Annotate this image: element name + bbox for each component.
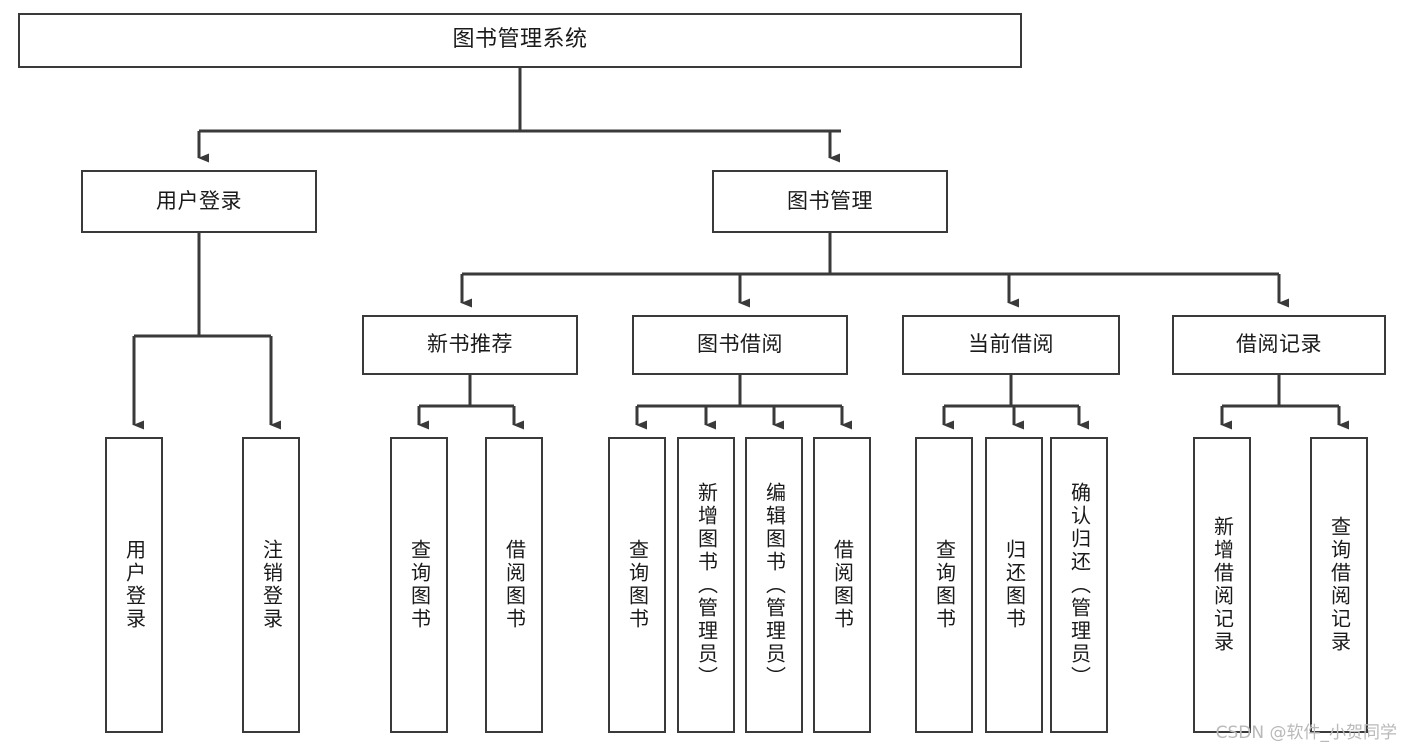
- watermark-text: CSDN @软件_小贺同学: [1215, 723, 1397, 743]
- leaf-query-book-3-label: 查询图书: [932, 539, 957, 631]
- leaf-edit-book[interactable]: 编辑图书（管理员）: [745, 437, 803, 733]
- node-borrow-record[interactable]: 借阅记录: [1172, 315, 1386, 375]
- leaf-query-book-1[interactable]: 查询图书: [390, 437, 448, 733]
- node-book-borrow-label: 图书借阅: [697, 332, 783, 357]
- leaf-user-logout-label: 注销登录: [259, 539, 284, 631]
- node-new-book-recommend[interactable]: 新书推荐: [362, 315, 578, 375]
- leaf-query-book-2-label: 查询图书: [625, 539, 650, 631]
- node-borrow-record-label: 借阅记录: [1236, 332, 1322, 357]
- node-user-login[interactable]: 用户登录: [81, 170, 317, 233]
- node-current-borrow[interactable]: 当前借阅: [902, 315, 1120, 375]
- leaf-edit-book-label: 编辑图书（管理员）: [762, 481, 787, 689]
- leaf-query-book-2[interactable]: 查询图书: [608, 437, 666, 733]
- leaf-borrow-book-2[interactable]: 借阅图书: [813, 437, 871, 733]
- leaf-add-record-label: 新增借阅记录: [1210, 516, 1235, 654]
- leaf-query-book-1-label: 查询图书: [407, 539, 432, 631]
- leaf-user-logout[interactable]: 注销登录: [242, 437, 300, 733]
- node-root-label: 图书管理系统: [452, 27, 588, 53]
- leaf-return-book[interactable]: 归还图书: [985, 437, 1043, 733]
- leaf-add-book[interactable]: 新增图书（管理员）: [677, 437, 735, 733]
- leaf-user-login[interactable]: 用户登录: [105, 437, 163, 733]
- leaf-confirm-return[interactable]: 确认归还（管理员）: [1050, 437, 1108, 733]
- node-book-manage-label: 图书管理: [787, 188, 873, 213]
- node-current-borrow-label: 当前借阅: [968, 332, 1054, 357]
- node-book-manage[interactable]: 图书管理: [712, 170, 948, 233]
- leaf-add-record[interactable]: 新增借阅记录: [1193, 437, 1251, 733]
- leaf-borrow-book-2-label: 借阅图书: [830, 539, 855, 631]
- node-book-borrow[interactable]: 图书借阅: [632, 315, 848, 375]
- node-new-book-recommend-label: 新书推荐: [427, 332, 513, 357]
- leaf-query-record-label: 查询借阅记录: [1327, 516, 1352, 654]
- leaf-user-login-label: 用户登录: [122, 539, 147, 631]
- leaf-add-book-label: 新增图书（管理员）: [694, 481, 719, 689]
- leaf-confirm-return-label: 确认归还（管理员）: [1067, 481, 1092, 689]
- leaf-return-book-label: 归还图书: [1002, 539, 1027, 631]
- leaf-query-book-3[interactable]: 查询图书: [915, 437, 973, 733]
- leaf-borrow-book-1-label: 借阅图书: [502, 539, 527, 631]
- leaf-query-record[interactable]: 查询借阅记录: [1310, 437, 1368, 733]
- leaf-borrow-book-1[interactable]: 借阅图书: [485, 437, 543, 733]
- node-root[interactable]: 图书管理系统: [18, 13, 1022, 68]
- node-user-login-label: 用户登录: [156, 188, 242, 213]
